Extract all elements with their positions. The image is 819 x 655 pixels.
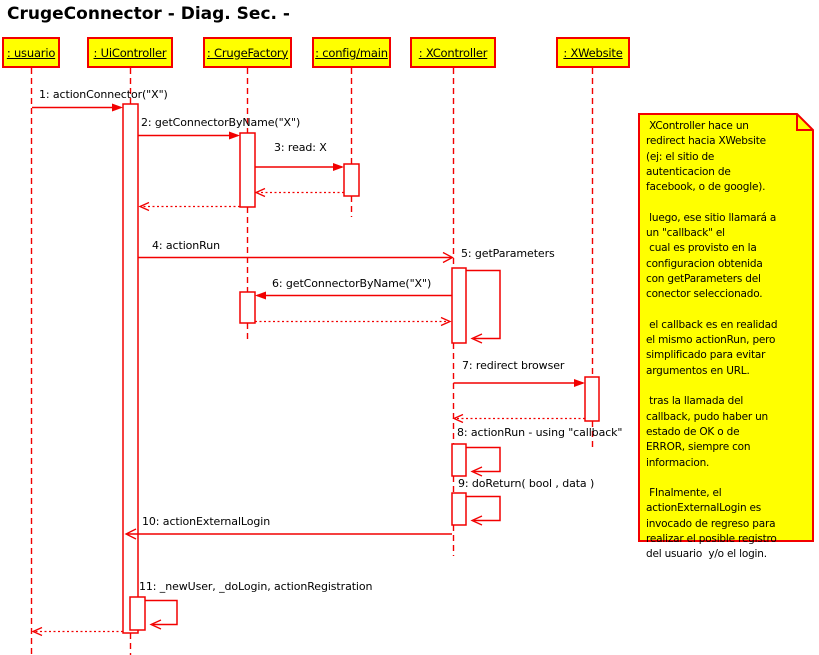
diagram-title: CrugeConnector - Diag. Sec. -	[7, 4, 290, 24]
activation-xcontroller-8	[451, 443, 467, 477]
lifeline-head-configmain: : config/main	[312, 37, 391, 68]
message-label-1: 1: actionConnector("X")	[39, 88, 168, 101]
lifeline-head-crugefactory: : CrugeFactory	[203, 37, 292, 68]
message-label-9: 9: doReturn( bool , data )	[458, 477, 595, 490]
message-label-10: 10: actionExternalLogin	[142, 515, 271, 528]
activation-uicontroller-11	[129, 596, 146, 631]
activation-xwebsite	[584, 376, 600, 422]
lifeline-head-xwebsite: : XWebsite	[556, 37, 630, 68]
lifeline-head-usuario: : usuario	[2, 37, 60, 68]
activation-xcontroller-9	[451, 492, 467, 526]
activation-crugefactory-1	[239, 132, 256, 208]
self-call-loops	[145, 269, 501, 630]
lifeline-head-xcontroller: : XController	[410, 37, 496, 68]
message-label-8: 8: actionRun - using "callback"	[457, 426, 623, 439]
activation-crugefactory-2	[239, 291, 256, 324]
message-label-11: 11: _newUser, _doLogin, actionRegistrati…	[139, 580, 373, 593]
activation-xcontroller-5	[451, 267, 467, 344]
note-text: XController hace un redirect hacia XWebs…	[646, 120, 778, 561]
activation-uicontroller-main	[122, 103, 139, 634]
activation-configmain	[343, 163, 360, 197]
note-shape-icon	[638, 113, 814, 542]
message-label-5: 5: getParameters	[461, 247, 555, 260]
note: XController hace un redirect hacia XWebs…	[638, 113, 814, 560]
call-arrows	[32, 103, 585, 540]
lifeline-head-uicontroller: : UiController	[87, 37, 173, 68]
message-label-7: 7: redirect browser	[462, 359, 565, 372]
message-label-2: 2: getConnectorByName("X")	[141, 116, 301, 129]
message-label-6: 6: getConnectorByName("X")	[272, 277, 432, 290]
message-label-3: 3: read: X	[274, 141, 327, 154]
message-label-4: 4: actionRun	[152, 239, 220, 252]
